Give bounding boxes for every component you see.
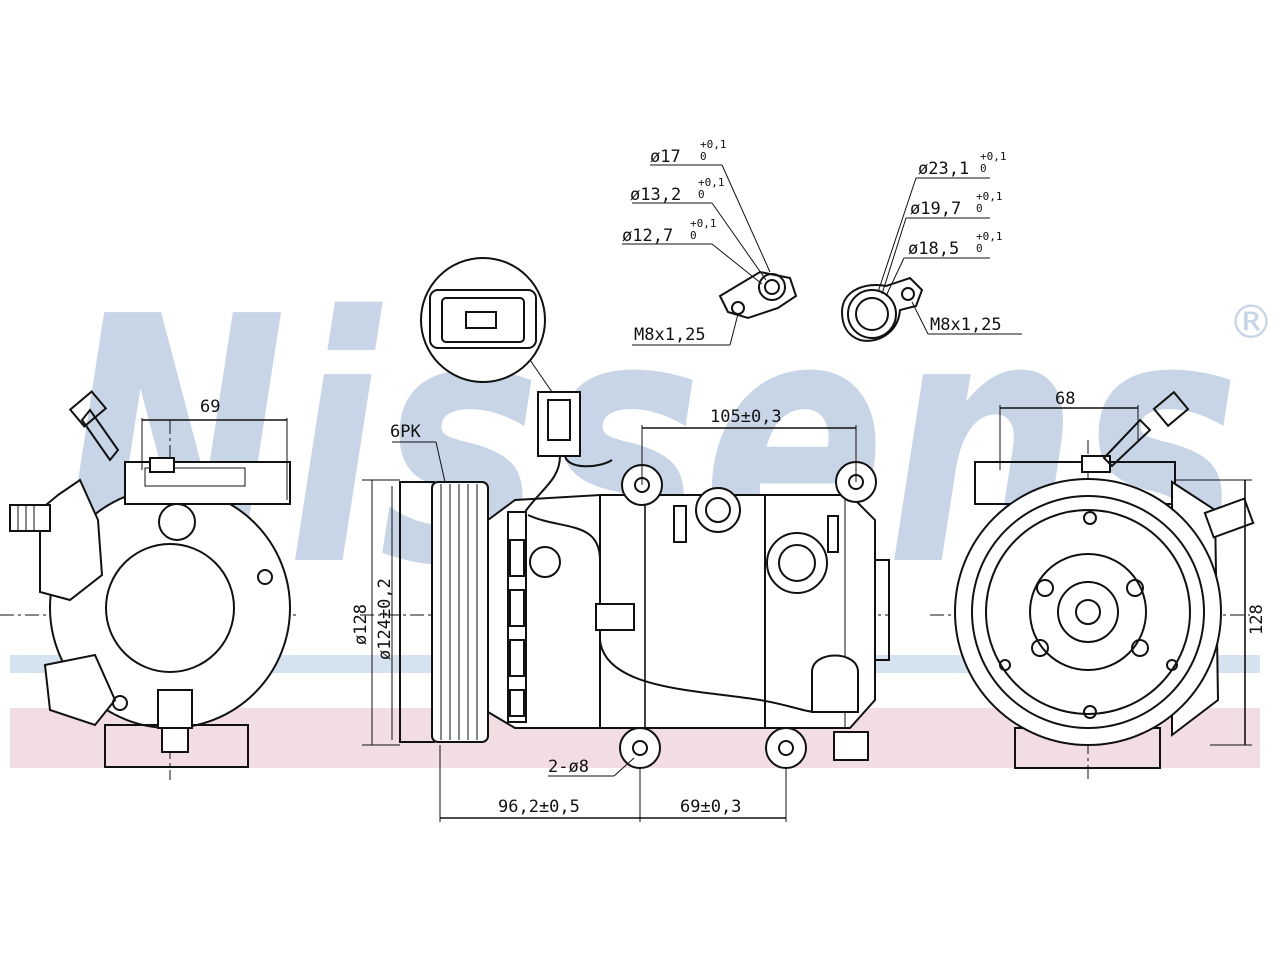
callout-thread-left: M8x1,25: [634, 325, 706, 345]
callout-d12-7: ø12,7: [622, 226, 673, 246]
callout-d17: ø17: [650, 147, 681, 167]
registered-mark: ®: [1228, 295, 1274, 349]
dim-pulley-inner: ø124±0,2: [375, 578, 395, 660]
right-end-view: 68 128: [930, 389, 1267, 780]
callout-d12-7-tol-upper: +0,1: [690, 217, 717, 230]
callout-d12-7-tol-lower: 0: [690, 229, 697, 242]
center-side-view: 6PK ø128 ø124±0,2 105±0,3 2-ø8 96,2±0,5 …: [351, 257, 890, 822]
callout-d23-1-tol-lower: 0: [980, 162, 987, 175]
callout-thread-right: M8x1,25: [930, 315, 1002, 335]
callout-d13-2: ø13,2: [630, 185, 681, 205]
callout-d17-tol-lower: 0: [700, 150, 707, 163]
callout-d23-1: ø23,1: [918, 159, 969, 179]
dim-pulley-grooves: 6PK: [390, 422, 421, 442]
callout-d17-tol-upper: +0,1: [700, 138, 727, 151]
callout-d19-7-tol-lower: 0: [976, 202, 983, 215]
dim-pulley-outer: ø128: [351, 604, 371, 645]
dim-mount-spacing-bottom: 69±0,3: [680, 797, 741, 817]
dim-right-view-width: 68: [1055, 389, 1075, 409]
dim-right-view-height: 128: [1247, 604, 1267, 635]
dim-pulley-to-mount: 96,2±0,5: [498, 797, 580, 817]
fitting-left-callout: ø17 +0,1 0 ø13,2 +0,1 0 ø12,7 +0,1 0 M8x…: [622, 138, 798, 346]
fitting-right-callout: ø23,1 +0,1 0 ø19,7 +0,1 0 ø18,5 +0,1 0 M…: [840, 150, 1022, 342]
callout-d13-2-tol-upper: +0,1: [698, 176, 725, 189]
dim-mount-spacing-top: 105±0,3: [710, 407, 782, 427]
callout-d19-7: ø19,7: [910, 199, 961, 219]
callout-d19-7-tol-upper: +0,1: [976, 190, 1003, 203]
left-end-view: 69: [0, 390, 300, 780]
callout-d18-5-tol-lower: 0: [976, 242, 983, 255]
callout-d18-5-tol-upper: +0,1: [976, 230, 1003, 243]
dim-left-view-width: 69: [200, 397, 220, 417]
dim-mount-holes: 2-ø8: [548, 757, 589, 777]
callout-d13-2-tol-lower: 0: [698, 188, 705, 201]
callout-d23-1-tol-upper: +0,1: [980, 150, 1007, 163]
callout-d18-5: ø18,5: [908, 239, 959, 259]
